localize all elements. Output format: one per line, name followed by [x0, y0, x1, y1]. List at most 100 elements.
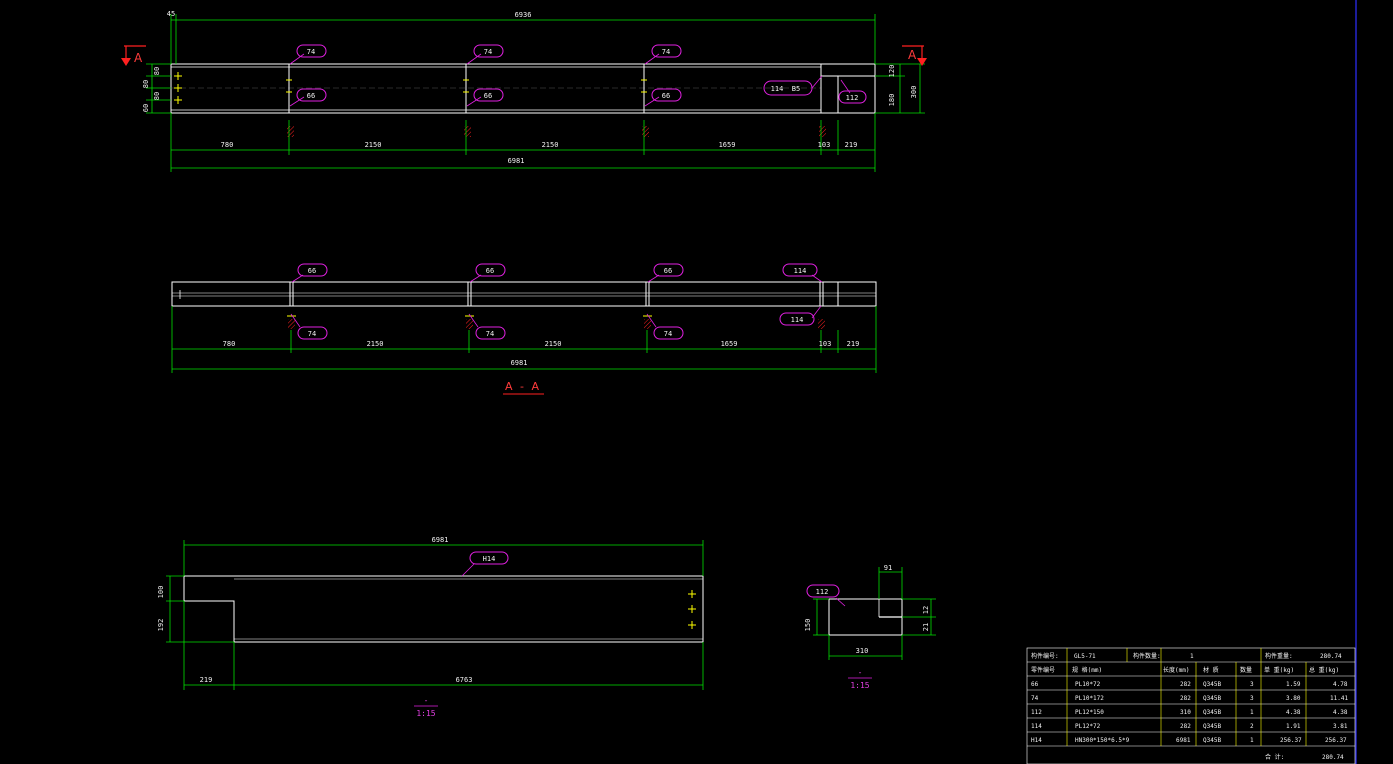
table-header1-cell: 280.74	[1320, 653, 1342, 660]
svg-text:PL10*172: PL10*172	[1075, 695, 1104, 702]
tag-114: 114	[782, 263, 823, 283]
svg-text:66: 66	[662, 92, 670, 100]
left-dim: 192	[157, 619, 165, 632]
weld-hatch	[642, 126, 649, 137]
svg-text:74: 74	[664, 330, 672, 338]
table-header1-cell: 构件数量:	[1133, 652, 1161, 660]
table-row: H14 HN300*150*6.5*9 6981 Q345B 1 256.37 …	[1031, 737, 1347, 744]
svg-text:66: 66	[664, 267, 672, 275]
dimensions	[813, 567, 936, 660]
tag-74: 74	[468, 313, 506, 340]
svg-text:1.91: 1.91	[1286, 723, 1301, 730]
left-dim: 80	[153, 67, 161, 75]
svg-text:3.81: 3.81	[1333, 723, 1348, 730]
right-dim: 120	[888, 65, 896, 78]
overall-top-dim: 6936	[515, 11, 532, 19]
segment-dim: 1659	[719, 141, 736, 149]
left-dim: 150	[804, 619, 812, 632]
svg-text:Q345B: Q345B	[1203, 695, 1221, 702]
svg-text:74: 74	[484, 48, 492, 56]
weld-hatch	[819, 126, 826, 137]
bom-table: 构件编号: GL5-71 构件数量: 1 构件重量: 280.74 零件编号 规…	[1026, 647, 1356, 764]
tag-66: 66	[289, 88, 327, 107]
overall-dim: 6981	[432, 536, 449, 544]
left-dim: 80	[142, 80, 150, 88]
svg-text:114: 114	[1031, 723, 1042, 730]
segment-dim: 2150	[367, 340, 384, 348]
tag-74: 74	[289, 44, 327, 65]
right-dim: 180	[888, 94, 896, 107]
table-row: 66 PL10*72 282 Q345B 3 1.59 4.78	[1031, 681, 1348, 688]
svg-text:Q345B: Q345B	[1203, 737, 1221, 744]
tag-112: 112	[838, 79, 867, 104]
tag-74: 74	[290, 313, 328, 340]
right-dim: 12	[922, 606, 930, 614]
svg-text:282: 282	[1180, 681, 1191, 688]
svg-text:4.38: 4.38	[1333, 709, 1348, 716]
table-header2-cell: 总 重(kg)	[1309, 666, 1339, 674]
table-header1-cell: 1	[1190, 653, 1194, 660]
bottom-dim: 219	[200, 676, 213, 684]
svg-text:1: 1	[1250, 709, 1254, 716]
svg-text:HN300*150*6.5*9: HN300*150*6.5*9	[1075, 737, 1130, 744]
tag-66: 66	[647, 263, 684, 283]
table-header2-cell: 材 质	[1203, 666, 1219, 674]
beam-outline	[170, 63, 876, 114]
segment-dim: 780	[221, 141, 234, 149]
svg-text:3.80: 3.80	[1286, 695, 1301, 702]
segment-dim: 780	[223, 340, 236, 348]
view1-elevation: 6936 45 80 80 80 60 120 180 300	[121, 10, 927, 172]
svg-text:Q345B: Q345B	[1203, 723, 1221, 730]
svg-text:H14: H14	[483, 555, 496, 563]
svg-text:11.41: 11.41	[1330, 695, 1348, 702]
table-total-label: 合 计:	[1265, 753, 1284, 761]
weld-marks	[688, 590, 696, 629]
svg-text:PL10*72: PL10*72	[1075, 681, 1101, 688]
view2-section-a: 66 66 66 114 74 74	[171, 263, 877, 395]
segment-dim: 219	[847, 340, 860, 348]
segment-dim: 2150	[365, 141, 382, 149]
table-header2-cell: 单 重(kg)	[1264, 666, 1294, 674]
svg-text:282: 282	[1180, 695, 1191, 702]
left-dim: 80	[153, 92, 161, 100]
table-header2-cell: 规 格(mm)	[1072, 666, 1102, 674]
svg-text:66: 66	[308, 267, 316, 275]
segment-dim: 1659	[721, 340, 738, 348]
svg-text:74: 74	[486, 330, 494, 338]
svg-text:66: 66	[1031, 681, 1039, 688]
tag-66: 66	[469, 263, 506, 283]
svg-text:310: 310	[1180, 709, 1191, 716]
svg-text:1.59: 1.59	[1286, 681, 1301, 688]
overall-bottom-dim: 6981	[508, 157, 525, 165]
segment-dim: 219	[845, 141, 858, 149]
svg-text:Q345B: Q345B	[1203, 681, 1221, 688]
svg-text:H14: H14	[1031, 737, 1042, 744]
flange-outline	[171, 281, 877, 307]
section-letter: A	[908, 48, 917, 62]
right-dim: 300	[910, 86, 918, 99]
svg-text:74: 74	[662, 48, 670, 56]
view3-web-detail: H14 6981 100 192 219 6763 - 1:15	[157, 536, 704, 718]
tag-74: 74	[644, 44, 682, 65]
weld-hatch	[287, 126, 294, 137]
tag-h14: H14	[461, 551, 509, 577]
svg-text:114: 114	[771, 85, 784, 93]
section-mark-right: A	[902, 45, 927, 66]
section-mark-left: A	[121, 45, 146, 66]
table-header1-cell: 构件重量:	[1265, 652, 1293, 660]
table-header2-cell: 长度(mm)	[1163, 666, 1189, 674]
segment-dim: 2150	[542, 141, 559, 149]
svg-text:4.78: 4.78	[1333, 681, 1348, 688]
svg-text:112: 112	[816, 588, 829, 596]
left-dim: 60	[142, 104, 150, 112]
view4-plate-detail: 112 91 150 12 21 310 - 1:15	[804, 564, 936, 690]
tag-74: 74	[646, 313, 684, 340]
left-dimension	[146, 63, 171, 114]
bottom-dim: 6763	[456, 676, 473, 684]
dimensions	[166, 540, 704, 690]
svg-text:PL12*150: PL12*150	[1075, 709, 1104, 716]
svg-text:3: 3	[1250, 681, 1254, 688]
svg-text:66: 66	[486, 267, 494, 275]
scale-value: 1:15	[416, 709, 435, 718]
svg-text:6981: 6981	[1176, 737, 1191, 744]
